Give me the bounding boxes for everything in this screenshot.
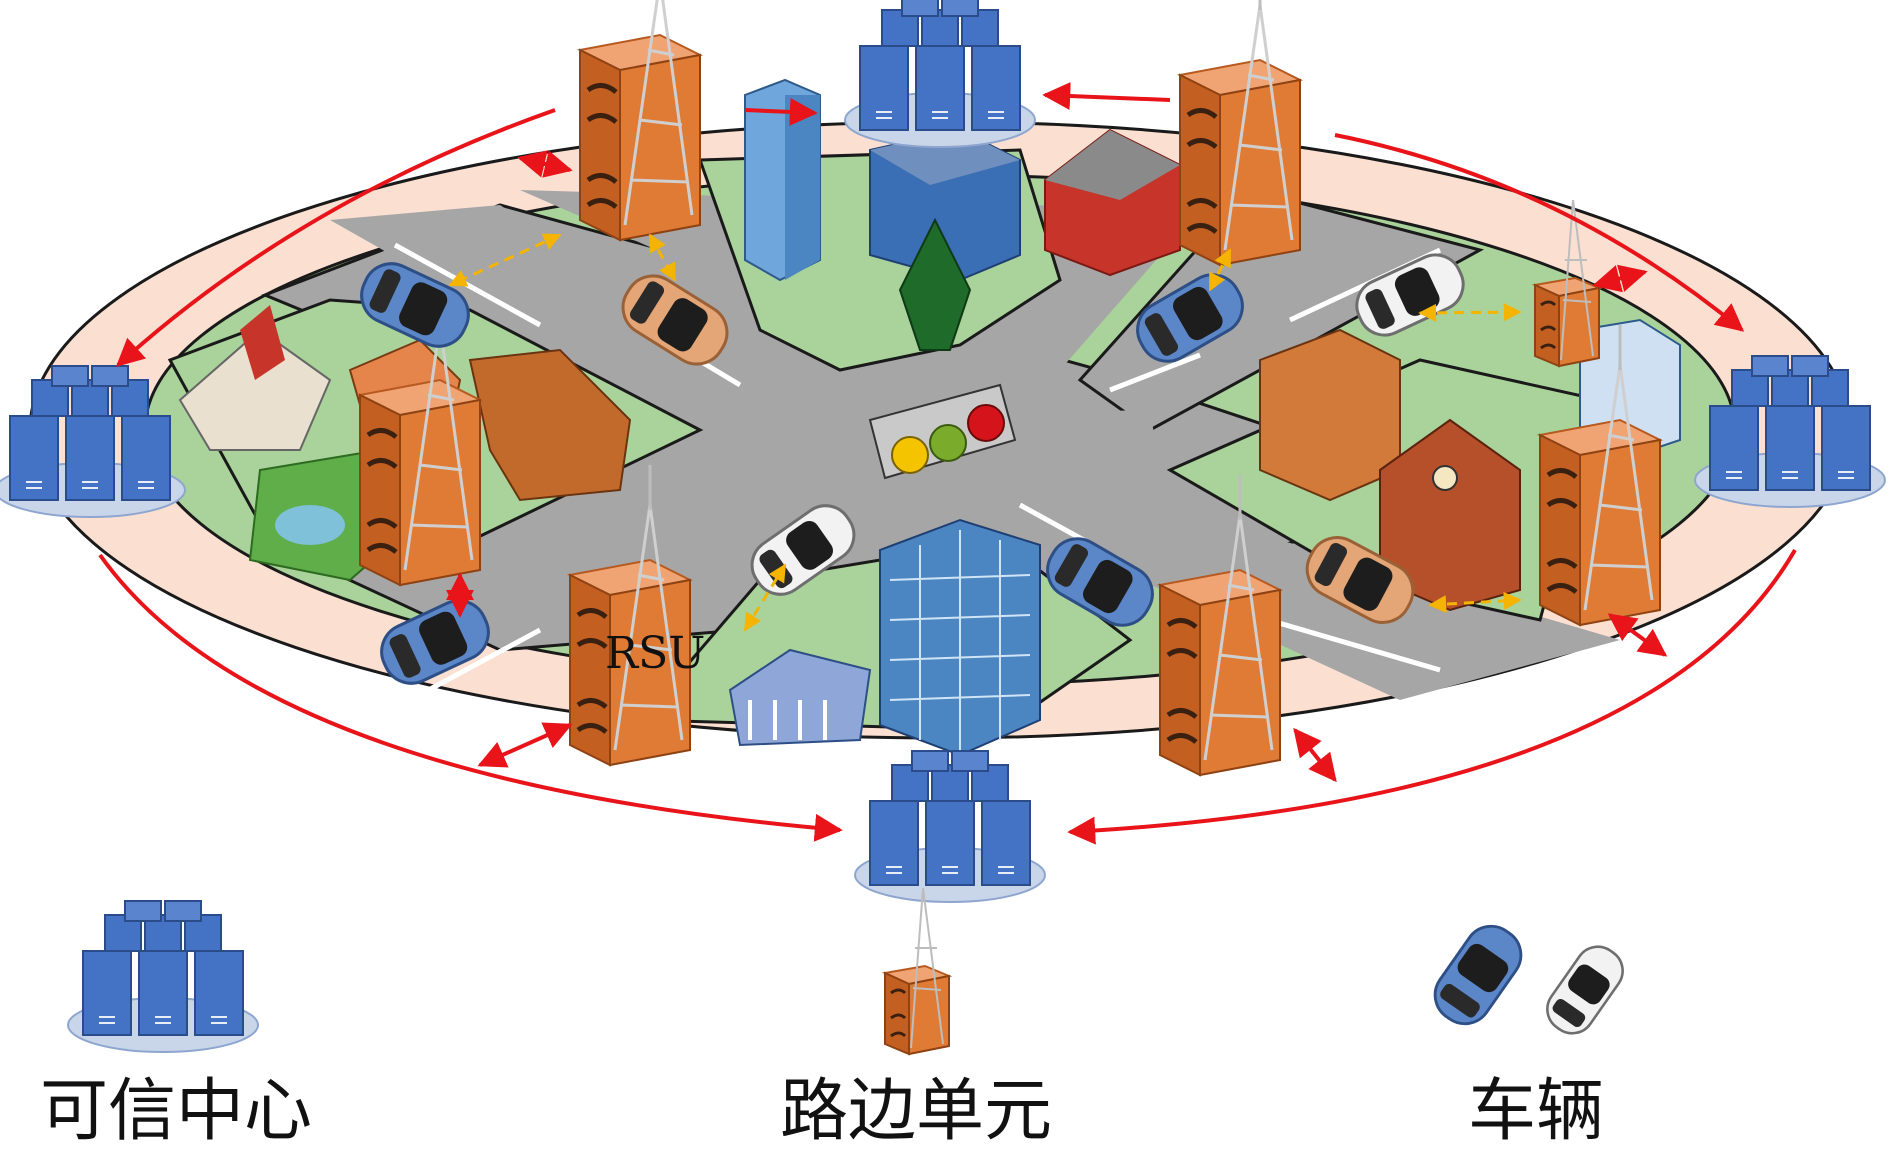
legend-roadside-unit-label: 路边单元 (780, 1072, 1053, 1151)
legend-vehicle-label: 车辆 (1468, 1072, 1605, 1151)
legend-trusted-center-label: 可信中心 (40, 1072, 313, 1151)
rsu-top-right (1180, 0, 1300, 265)
rsu-label: RSU (605, 628, 705, 679)
wireless-links (448, 233, 1522, 632)
legend-trusted-center-icon (67, 900, 259, 1053)
wired-links (98, 82, 1797, 845)
legend-car-white-icon (1537, 936, 1633, 1044)
traffic-light-icon (868, 383, 1017, 480)
trusted-center-top (844, 0, 1036, 148)
legend-rsu-icon (883, 886, 951, 1056)
trusted-center-bottom (854, 750, 1046, 903)
legend-car-blue-icon (1423, 914, 1533, 1036)
rsu-top-left (580, 0, 700, 240)
